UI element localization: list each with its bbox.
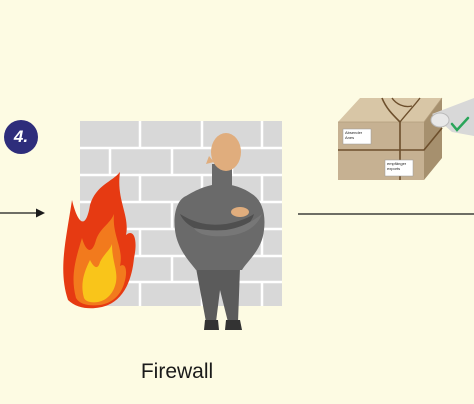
- flame-icon: [63, 172, 136, 309]
- package-recipient-label: empfänger exports: [387, 161, 407, 171]
- arrow-right-icon: [0, 208, 45, 218]
- package-sender-label: Absender Anes: [345, 130, 363, 140]
- step-number: 4.: [13, 127, 29, 146]
- firewall-caption: Firewall: [140, 360, 214, 383]
- package-icon: [338, 97, 443, 180]
- step-badge: 4.: [4, 120, 38, 154]
- security-guard-icon: [174, 133, 265, 330]
- scanner-icon: [430, 98, 474, 136]
